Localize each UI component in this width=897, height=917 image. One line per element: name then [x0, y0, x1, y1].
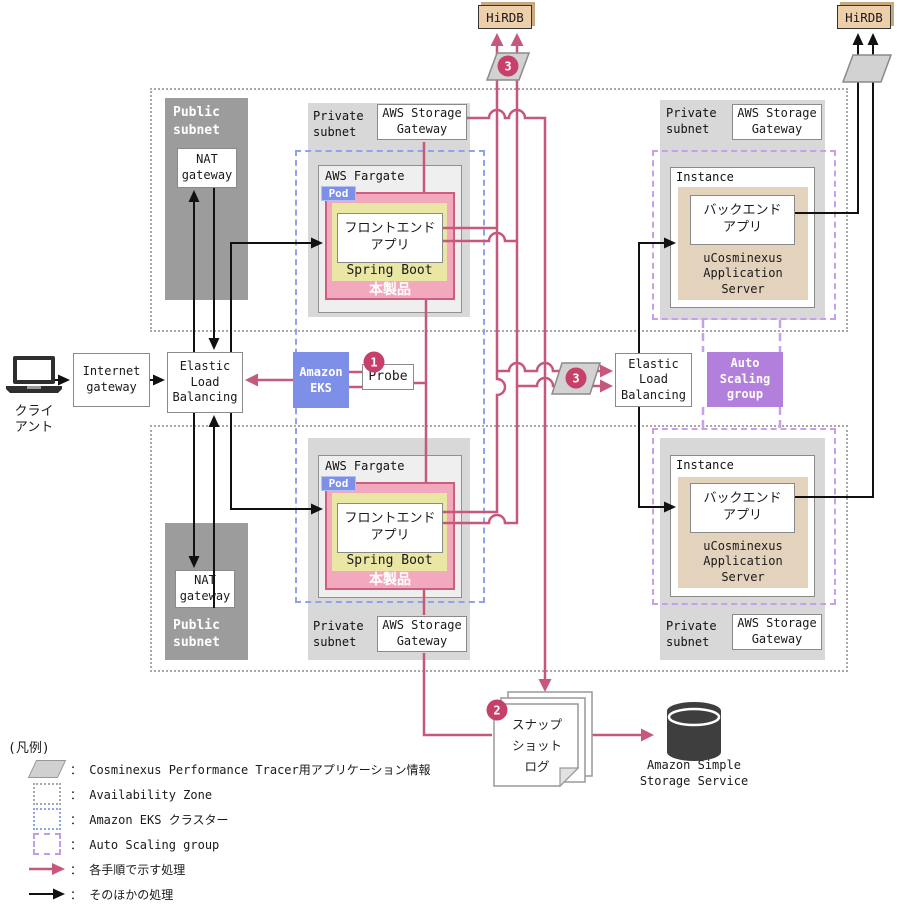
asg-dashed-box-icon [24, 833, 70, 855]
ucosminexus-label: uCosminexus Application Server [703, 538, 783, 584]
az-dotted-box-icon [24, 783, 70, 805]
legend-row: ： そのほかの処理 [24, 883, 431, 905]
hirdb-left: HiRDB [478, 5, 532, 29]
internet-gateway: Internet gateway [73, 353, 150, 407]
parallelogram-icon [485, 52, 531, 81]
auto-scaling-border-bottom [652, 428, 836, 605]
storage-gateway-top-left: AWS Storage Gateway [377, 104, 467, 140]
legend-row: ： Cosminexus Performance Tracer用アプリケーション… [24, 758, 431, 780]
elastic-load-balancing-left: Elastic Load Balancing [167, 352, 243, 413]
parallelogram-icon [841, 54, 893, 83]
nat-gateway-top: NAT gateway [177, 148, 237, 188]
private-subnet-label: Private subnet [313, 109, 364, 140]
fargate-label: AWS Fargate [325, 169, 405, 183]
snapshot-log-pages: スナップ ショット ログ [493, 691, 593, 788]
storage-gateway-bottom-right: AWS Storage Gateway [732, 614, 822, 650]
client-label: クライ アント [14, 403, 54, 435]
svg-text:2: 2 [493, 704, 500, 718]
s3-bucket-icon [667, 702, 721, 761]
spring-boot-label: Spring Boot [346, 262, 433, 278]
snapshot-log-label: スナップ [512, 717, 563, 732]
ucosminexus-label: uCosminexus Application Server [703, 250, 783, 296]
snapshot-log-label: ショット [512, 738, 562, 753]
backend-app-bottom: バックエンド アプリ [690, 483, 795, 533]
nat-gateway-bottom: NAT gateway [175, 570, 235, 608]
instance-label: Instance [676, 458, 734, 472]
legend-row: ： Amazon EKS クラスター [24, 808, 431, 830]
public-subnet-top: Public subnet [165, 98, 248, 300]
snapshot-log-label: ログ [524, 759, 549, 774]
legend-row: ： 各手順で示す処理 [24, 858, 431, 880]
public-subnet-label: Public subnet [173, 617, 220, 651]
amazon-eks-box: Amazon EKS [293, 352, 349, 408]
parallelogram-icon [24, 760, 70, 778]
laptop-icon [6, 356, 62, 393]
black-arrow-icon [24, 887, 70, 901]
storage-gateway-bottom-left: AWS Storage Gateway [377, 616, 467, 652]
legend-row: ： Auto Scaling group [24, 833, 431, 855]
backend-app-top: バックエンド アプリ [690, 195, 795, 245]
private-subnet-label: Private subnet [666, 618, 717, 649]
svg-text:3: 3 [504, 60, 511, 74]
frontend-app-bottom: フロントエンド アプリ [337, 503, 443, 553]
legend-title: (凡例) [8, 741, 50, 756]
fargate-label: AWS Fargate [325, 459, 405, 473]
s3-label: Amazon Simple Storage Service [639, 757, 749, 788]
badge-3-top [497, 55, 519, 77]
auto-scaling-group-box: Auto Scaling group [707, 352, 783, 407]
svg-text:3: 3 [572, 372, 579, 386]
storage-gateway-top-right: AWS Storage Gateway [732, 104, 822, 140]
private-subnet-label: Private subnet [666, 106, 717, 137]
probe-box: Probe [362, 364, 414, 390]
product-label: 本製品 [369, 572, 411, 588]
product-label: 本製品 [369, 282, 411, 298]
legend: ： Cosminexus Performance Tracer用アプリケーション… [24, 758, 431, 908]
frontend-app-top: フロントエンド アプリ [337, 213, 443, 263]
badge-3-middle [565, 367, 587, 389]
eks-dotted-box-icon [24, 808, 70, 830]
pod-tag-top: Pod [321, 186, 356, 201]
legend-row: ： Availability Zone [24, 783, 431, 805]
private-subnet-label: Private subnet [313, 618, 364, 649]
public-subnet-label: Public subnet [173, 105, 220, 138]
badge-2 [486, 699, 508, 721]
hirdb-right: HiRDB [837, 5, 891, 29]
elastic-load-balancing-right: Elastic Load Balancing [615, 353, 692, 407]
parallelogram-icon [550, 362, 602, 395]
pod-tag-bottom: Pod [321, 476, 356, 491]
instance-label: Instance [676, 170, 734, 184]
pink-arrow-icon [24, 862, 70, 876]
spring-boot-label: Spring Boot [346, 552, 433, 568]
